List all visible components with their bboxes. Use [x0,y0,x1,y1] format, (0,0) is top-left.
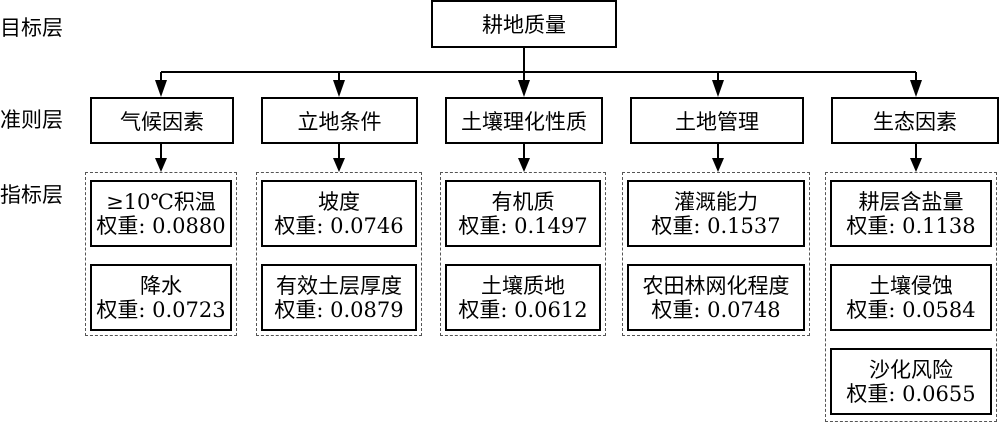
indicator-group-site [256,172,422,336]
arrow-icon [910,158,922,172]
indicator-weight: 权重: 0.0723 [96,297,226,322]
indicator-name: 沙化风险 [869,357,953,382]
indicator-node: 有机质 权重: 0.1497 [445,180,601,247]
indicator-weight: 权重: 0.0655 [846,381,976,406]
indicator-name: ≥10℃积温 [106,189,216,214]
indicator-name: 农田林网化程度 [642,273,790,298]
indicator-weight: 权重: 0.0880 [96,213,226,238]
indicator-group-climate [85,172,237,336]
indicator-node: 耕层含盐量 权重: 0.1138 [830,180,992,247]
indicator-arrows [155,144,922,172]
indicator-group-management [622,172,810,336]
indicator-weight: 权重: 0.0584 [846,297,976,322]
criteria-arrows [155,72,922,97]
criteria-node-ecology: 生态因素 [831,97,999,144]
indicator-name: 降水 [140,273,182,298]
arrow-icon [910,80,922,97]
layer-label-criteria: 准则层 [0,108,63,132]
arrow-icon [518,158,530,172]
indicator-weight: 权重: 0.1537 [651,213,781,238]
arrow-icon [712,158,724,172]
criteria-node-climate: 气候因素 [90,97,234,144]
indicator-weight: 权重: 0.0746 [274,213,404,238]
indicator-name: 土壤侵蚀 [869,273,953,298]
indicator-weight: 权重: 0.0879 [274,297,404,322]
arrow-icon [155,158,167,172]
criteria-node-site: 立地条件 [261,97,418,144]
indicator-node: 降水 权重: 0.0723 [90,264,232,331]
indicator-node: 灌溉能力 权重: 0.1537 [627,180,805,247]
arrow-icon [712,80,724,97]
indicator-name: 灌溉能力 [674,189,758,214]
indicator-node: 土壤质地 权重: 0.0612 [445,264,601,331]
indicator-name: 耕层含盐量 [858,189,964,214]
indicator-name: 有效土层厚度 [276,273,402,298]
indicator-node: 坡度 权重: 0.0746 [261,180,417,247]
indicator-name: 坡度 [318,189,360,214]
indicator-node: ≥10℃积温 权重: 0.0880 [90,180,232,247]
layer-label-goal: 目标层 [0,16,63,40]
arrow-icon [518,80,530,97]
layer-label-indicator: 指标层 [0,183,63,207]
arrow-icon [155,80,167,97]
indicator-name: 土壤质地 [481,273,565,298]
indicator-name: 有机质 [491,189,555,214]
criteria-node-management: 土地管理 [630,97,804,144]
indicator-node: 沙化风险 权重: 0.0655 [830,348,992,415]
arrow-icon [333,158,345,172]
indicator-weight: 权重: 0.0612 [458,297,588,322]
arrow-icon [333,80,345,97]
indicator-node: 有效土层厚度 权重: 0.0879 [261,264,417,331]
indicator-node: 土壤侵蚀 权重: 0.0584 [830,264,992,331]
indicator-weight: 权重: 0.1138 [846,213,976,238]
indicator-node: 农田林网化程度 权重: 0.0748 [627,264,805,331]
goal-node: 耕地质量 [431,0,617,48]
indicator-weight: 权重: 0.0748 [651,297,781,322]
indicator-weight: 权重: 0.1497 [458,213,588,238]
criteria-node-soil: 土壤理化性质 [445,97,603,144]
indicator-group-soil [440,172,606,336]
